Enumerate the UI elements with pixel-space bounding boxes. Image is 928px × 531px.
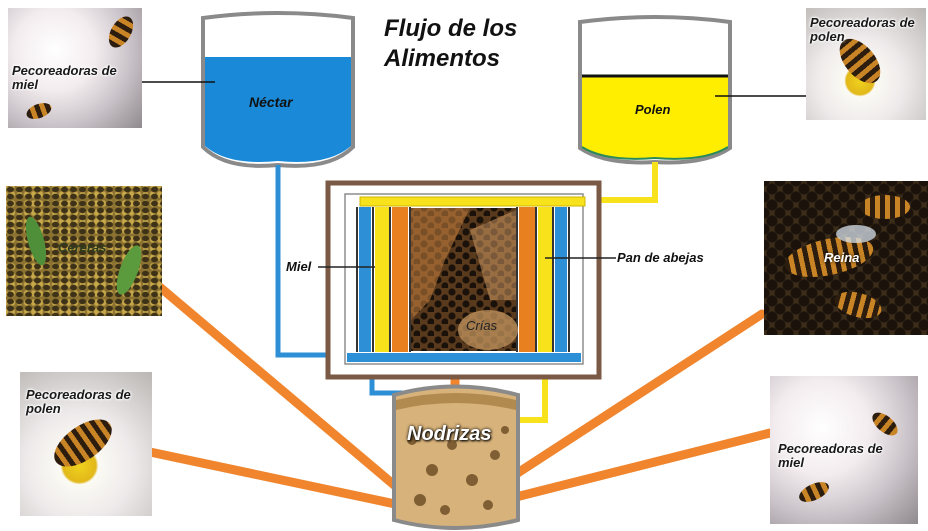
nodrizas-container xyxy=(392,384,520,530)
polen-label: Polen xyxy=(635,102,671,117)
photo-label: Pecoreadoras de polen xyxy=(810,15,915,44)
nodrizas-label: Nodrizas xyxy=(407,423,492,445)
nectar-label: Néctar xyxy=(249,94,293,110)
hive-frame xyxy=(318,180,616,380)
photo-honey-foragers-bottom: Pecoreadoras de miel xyxy=(770,376,918,524)
pollen-tank xyxy=(578,15,732,165)
brood-label: Crías xyxy=(466,318,498,333)
bee-icon xyxy=(24,99,54,123)
bee-icon xyxy=(831,287,885,323)
photo-label: Pecoreadoras de miel xyxy=(778,441,883,470)
nectar-tank xyxy=(201,11,355,168)
wing xyxy=(836,225,876,243)
photo-wax-workers: Cereras xyxy=(6,186,162,316)
photo-label: Cereras xyxy=(58,240,107,255)
bee-icon xyxy=(860,195,910,219)
photo-label: Reina xyxy=(824,250,860,265)
photo-label: Pecoreadoras de polen xyxy=(26,387,131,416)
title-line-2: Alimentos xyxy=(384,45,501,72)
bee-icon xyxy=(796,477,832,507)
flow-line-pollen-left xyxy=(145,447,405,510)
photo-label: Pecoreadoras de miel xyxy=(12,63,117,92)
photo-queen: Reina xyxy=(764,181,928,335)
photo-pollen-foragers-top: Pecoreadoras de polen xyxy=(806,8,926,120)
pan-de-abejas-label: Pan de abejas xyxy=(617,250,704,265)
bee-icon xyxy=(103,12,139,52)
title-line-1: Flujo de los xyxy=(384,15,518,42)
pollen-pipe xyxy=(515,162,658,423)
diagram-title: Flujo de los Alimentos xyxy=(384,14,517,74)
flow-line-queen xyxy=(505,309,767,483)
photo-pollen-foragers-bottom: Pecoreadoras de polen xyxy=(20,372,152,516)
bee-icon xyxy=(46,410,120,476)
flow-line-honey-right xyxy=(507,428,775,503)
miel-label: Miel xyxy=(286,259,312,274)
photo-honey-foragers-top: Pecoreadoras de miel xyxy=(8,8,142,128)
flow-line-cereras xyxy=(150,278,405,495)
bee-icon xyxy=(868,408,902,440)
